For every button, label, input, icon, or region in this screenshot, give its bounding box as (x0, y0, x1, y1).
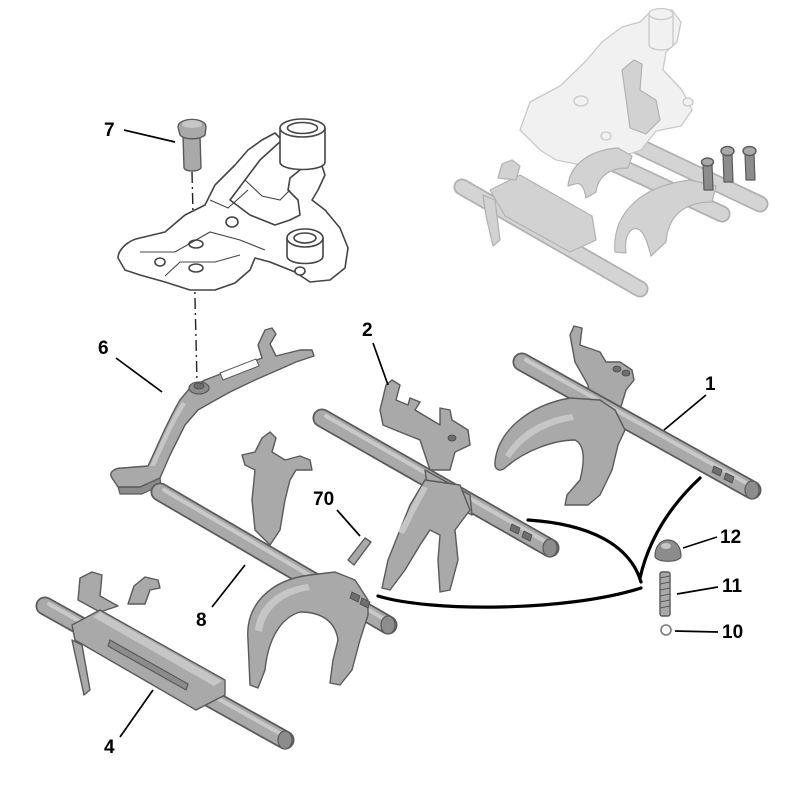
leader-8 (211, 564, 246, 608)
callout-12: 12 (720, 527, 741, 548)
leader-10 (674, 630, 719, 633)
part-1-shift-fork-rod (494, 325, 762, 506)
rod-4-hook-left (77, 571, 119, 613)
part-2-shift-fork-rod (312, 379, 560, 593)
leader-12 (682, 536, 718, 549)
leader-6 (115, 357, 163, 393)
lever-slot (219, 358, 260, 381)
part-11-detent-spring (659, 571, 671, 617)
detent-set (654, 539, 682, 636)
ghost-detent-bolts (700, 145, 757, 191)
leader-7 (123, 129, 176, 143)
callouts: 7 6 2 1 70 12 11 10 8 4 (98, 120, 743, 758)
leader-11 (676, 586, 719, 595)
ghost-fork-large (614, 179, 717, 257)
ghost-selector-arm (621, 59, 661, 135)
callout-2: 2 (362, 320, 373, 341)
ghost-channel-bracket (489, 174, 597, 253)
callout-8: 8 (196, 610, 207, 631)
fork-2-yoke (381, 479, 471, 593)
detent-link-lines (376, 476, 702, 609)
leader-4 (119, 689, 154, 738)
callout-10: 10 (722, 622, 743, 643)
part-4-selector-rod (35, 571, 295, 750)
part-12-detent-plunger (654, 539, 682, 562)
leader-1 (663, 394, 707, 431)
callout-6: 6 (98, 338, 109, 359)
rod-4-finger (71, 639, 91, 696)
ghost-assembly (453, 7, 769, 298)
part-8-shift-fork-rod (150, 431, 398, 689)
callout-7: 7 (104, 120, 115, 141)
leader-70 (336, 509, 361, 537)
callout-11: 11 (722, 576, 743, 597)
callout-4: 4 (104, 737, 115, 758)
part-7-pin (177, 118, 207, 172)
part-70-roll-pin (347, 537, 372, 566)
ghost-fork-small (567, 147, 633, 199)
callout-70: 70 (313, 489, 334, 510)
fork-2-upright (379, 379, 471, 471)
selector-bracket (117, 118, 349, 291)
fork-1-yoke (494, 397, 626, 506)
part-10-washer (660, 624, 672, 636)
rod-4-hook-right (127, 576, 161, 605)
leader-2 (372, 342, 389, 386)
callout-1: 1 (705, 374, 716, 395)
fork-8-upright (241, 431, 313, 546)
part-6-selector-lever (110, 327, 315, 495)
